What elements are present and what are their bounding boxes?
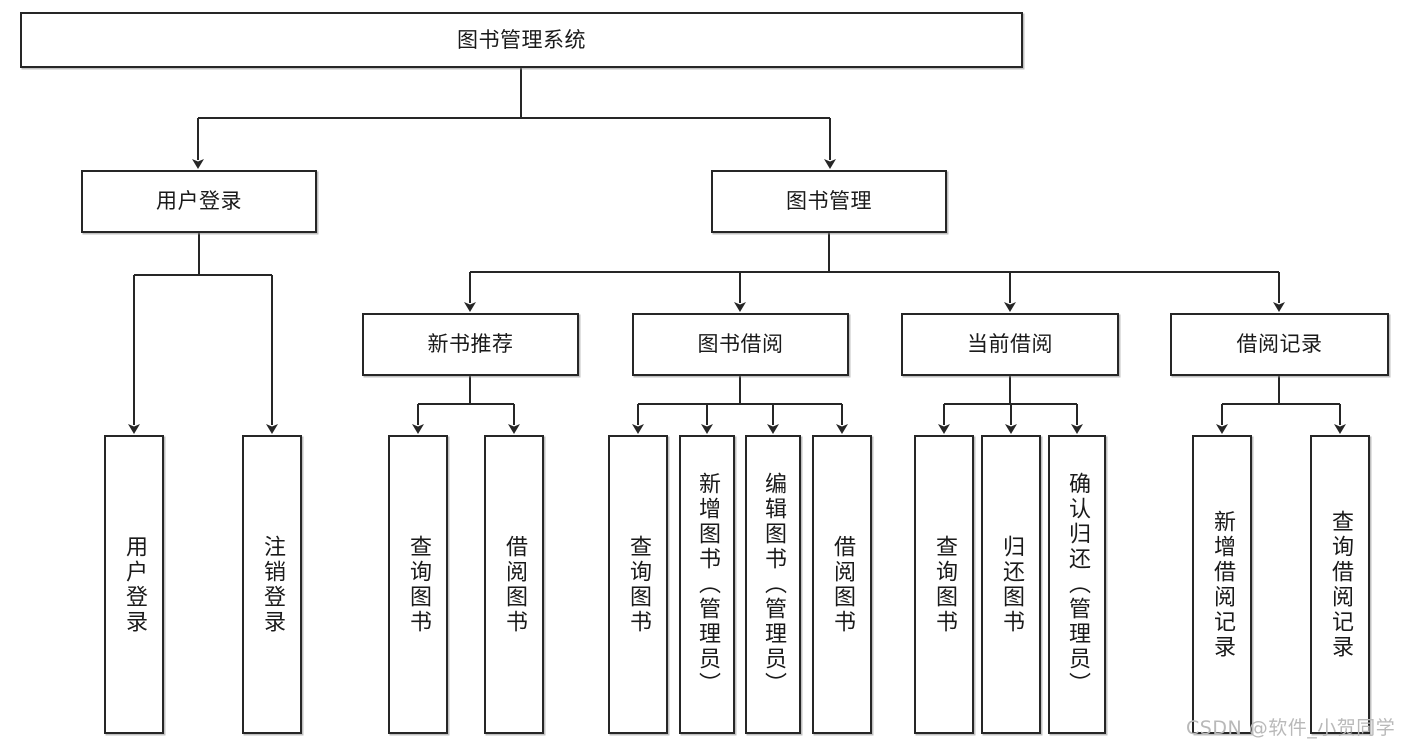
node-user-login[interactable]: 用户登录 <box>81 170 317 233</box>
node-leaf-borrow-book-2[interactable]: 借阅图书 <box>812 435 872 734</box>
node-leaf-borrow-book-2-label: 借阅图书 <box>830 534 855 635</box>
node-new-book-rec-label: 新书推荐 <box>427 332 514 357</box>
node-leaf-add-record[interactable]: 新增借阅记录 <box>1192 435 1252 734</box>
node-leaf-confirm-return-label: 确认归还（管理员） <box>1065 472 1090 697</box>
node-leaf-query-book-1-label: 查询图书 <box>406 534 431 635</box>
node-leaf-return-book[interactable]: 归还图书 <box>981 435 1041 734</box>
node-book-borrow[interactable]: 图书借阅 <box>632 313 849 376</box>
node-borrow-record[interactable]: 借阅记录 <box>1170 313 1389 376</box>
node-leaf-borrow-book-1[interactable]: 借阅图书 <box>484 435 544 734</box>
node-leaf-borrow-book-1-label: 借阅图书 <box>502 534 527 635</box>
node-leaf-confirm-return[interactable]: 确认归还（管理员） <box>1048 435 1106 734</box>
node-leaf-add-book[interactable]: 新增图书（管理员） <box>679 435 735 734</box>
node-leaf-query-book-3[interactable]: 查询图书 <box>914 435 974 734</box>
node-current-borrow-label: 当前借阅 <box>967 332 1053 357</box>
node-book-manage[interactable]: 图书管理 <box>711 170 947 233</box>
node-leaf-user-login-label: 用户登录 <box>122 534 147 635</box>
node-leaf-return-book-label: 归还图书 <box>999 534 1024 635</box>
node-leaf-query-book-2-label: 查询图书 <box>626 534 651 635</box>
node-new-book-rec[interactable]: 新书推荐 <box>362 313 579 376</box>
node-leaf-query-record[interactable]: 查询借阅记录 <box>1310 435 1370 734</box>
node-book-borrow-label: 图书借阅 <box>697 332 784 357</box>
node-leaf-query-book-1[interactable]: 查询图书 <box>388 435 448 734</box>
node-leaf-logout-label: 注销登录 <box>260 534 285 635</box>
node-leaf-add-record-label: 新增借阅记录 <box>1210 509 1235 660</box>
node-leaf-user-login[interactable]: 用户登录 <box>104 435 164 734</box>
node-leaf-logout[interactable]: 注销登录 <box>242 435 302 734</box>
node-leaf-edit-book-label: 编辑图书（管理员） <box>761 472 786 697</box>
node-root-label: 图书管理系统 <box>457 27 586 52</box>
node-leaf-edit-book[interactable]: 编辑图书（管理员） <box>745 435 801 734</box>
node-book-manage-label: 图书管理 <box>786 189 872 214</box>
node-leaf-query-book-2[interactable]: 查询图书 <box>608 435 668 734</box>
node-leaf-add-book-label: 新增图书（管理员） <box>695 472 720 697</box>
node-root[interactable]: 图书管理系统 <box>20 12 1023 68</box>
node-user-login-label: 用户登录 <box>156 189 242 214</box>
node-borrow-record-label: 借阅记录 <box>1236 332 1323 357</box>
node-leaf-query-book-3-label: 查询图书 <box>932 534 957 635</box>
node-leaf-query-record-label: 查询借阅记录 <box>1328 509 1353 660</box>
node-current-borrow[interactable]: 当前借阅 <box>901 313 1119 376</box>
